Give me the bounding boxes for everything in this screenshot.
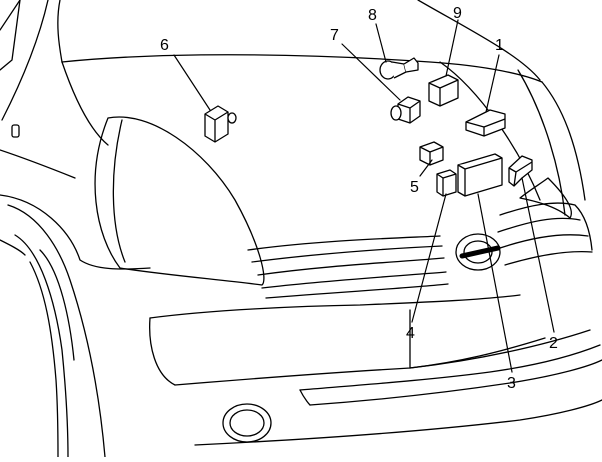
leader-6 <box>173 54 211 111</box>
tyre-inner <box>29 261 59 458</box>
roof-line <box>417 0 541 81</box>
callout-4: 4 <box>406 325 415 342</box>
leader-9 <box>445 19 459 77</box>
door-line <box>0 149 76 179</box>
callout-3: 3 <box>507 375 516 392</box>
bumper-base <box>194 399 602 446</box>
leader-8 <box>375 23 387 63</box>
side-window-line <box>0 0 21 31</box>
fog-lamp-inner <box>229 409 265 437</box>
bumper-lower <box>299 344 601 391</box>
callout-9: 9 <box>453 5 462 22</box>
grille-right-3 <box>504 250 593 266</box>
bumper-lower-2 <box>309 359 602 406</box>
hood-right-edge <box>541 81 586 201</box>
grille-right-2 <box>499 234 589 249</box>
bumper-left-edge <box>149 317 176 386</box>
grille-line-1 <box>251 245 443 263</box>
leader-1 <box>485 54 500 113</box>
tyre-tread <box>39 249 75 361</box>
headlamp-inner <box>112 119 126 263</box>
leader-2 <box>521 177 555 333</box>
component-3-control-unit <box>457 153 503 197</box>
emblem-outer <box>455 233 501 271</box>
leader-lines <box>173 19 555 373</box>
a-pillar <box>1 0 49 121</box>
component-4-relay <box>436 169 457 197</box>
grille-right-top <box>499 202 593 251</box>
callout-6: 6 <box>160 37 169 54</box>
hood-rear-edge <box>61 54 543 83</box>
callout-8: 8 <box>368 7 377 24</box>
callout-labels: 1 2 3 4 5 6 7 8 9 <box>160 5 558 392</box>
bumper-lower-corner <box>299 389 311 406</box>
fender-crease <box>517 69 566 216</box>
leader-5 <box>419 159 433 177</box>
bumper-top <box>149 294 521 319</box>
grille-bottom <box>265 283 449 299</box>
component-2-sensor <box>508 155 533 187</box>
leader-4 <box>411 193 447 323</box>
plate-bottom <box>409 337 546 369</box>
leader-3 <box>477 193 513 373</box>
components <box>204 57 533 197</box>
side-marker <box>11 124 20 138</box>
component-1-relay <box>465 109 506 137</box>
callout-2: 2 <box>549 335 558 352</box>
sill-line <box>0 239 26 256</box>
emblem-bar <box>459 245 501 259</box>
emblem-inner <box>463 240 493 264</box>
headlamp-left <box>94 116 265 286</box>
grille-line-2 <box>257 257 445 276</box>
fender-line <box>0 194 151 270</box>
wheel-arch <box>7 204 106 458</box>
component-9-relay <box>428 74 459 107</box>
windshield-edge <box>57 0 63 63</box>
leader-7 <box>341 43 401 101</box>
component-8-sensor <box>379 57 419 80</box>
component-6-switch <box>204 105 237 143</box>
fog-lamp-outer <box>222 403 272 443</box>
component-7-actuator <box>390 96 421 124</box>
callout-7: 7 <box>330 27 339 44</box>
side-window-frame <box>0 0 21 71</box>
tyre-outer <box>14 234 69 458</box>
grille-top <box>247 235 441 251</box>
callout-5: 5 <box>410 179 419 196</box>
hood-left-edge <box>61 61 109 146</box>
callout-1: 1 <box>495 37 504 54</box>
grille-line-3 <box>261 271 447 289</box>
grille-right-1 <box>497 217 581 233</box>
